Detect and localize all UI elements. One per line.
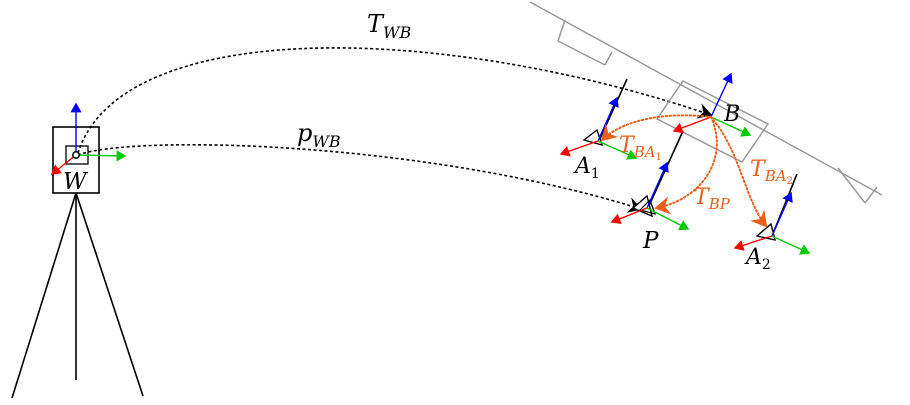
antenna-A2 [733, 173, 811, 255]
B-frame-axes [672, 72, 752, 137]
label-T-WB: TWB [367, 10, 411, 42]
label-A2: A2 [744, 245, 771, 273]
label-A1: A1 [573, 154, 600, 182]
label-B: B [723, 102, 740, 127]
W-origin [72, 151, 80, 159]
p-WB-curve [77, 143, 643, 213]
W-frame-axes [50, 102, 127, 175]
T-BA1-curve [600, 114, 712, 142]
prism-P [610, 130, 690, 231]
label-T-BA2: TBA2 [750, 157, 793, 187]
T-WB-curve [77, 47, 713, 154]
T-BP-curve [654, 116, 718, 215]
label-W: W [63, 169, 89, 195]
tripod [11, 192, 144, 399]
label-p-WB: pWB [297, 119, 341, 151]
T-BA2-curve [710, 116, 768, 228]
label-P: P [642, 228, 659, 254]
label-T-BA1: TBA1 [619, 133, 662, 163]
drone-body [529, 1, 883, 204]
body-transforms [600, 114, 768, 228]
label-T-BP: TBP [694, 185, 731, 213]
